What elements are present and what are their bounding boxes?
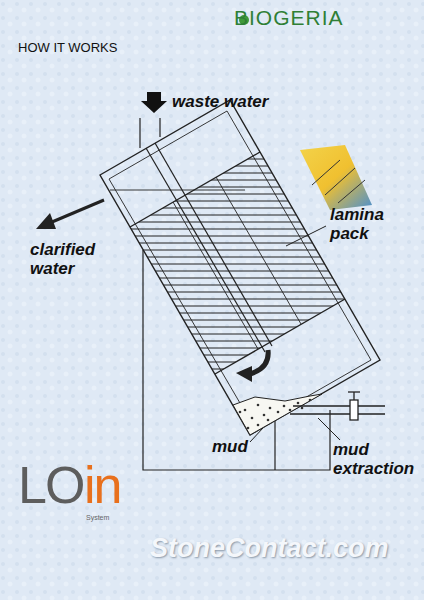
system-logo: LO (18, 455, 83, 515)
system-logo: in (84, 455, 120, 515)
brand-logo: BIOGERIA (234, 6, 344, 30)
inset-image (300, 145, 372, 210)
inflow-label: waste water (172, 92, 268, 112)
lamina-line (120, 320, 350, 321)
part-label: lamina pack (330, 205, 400, 243)
mud-dot (257, 404, 260, 407)
page-title: HOW IT WORKS (18, 40, 117, 55)
lamina-line (120, 306, 350, 307)
part-label: mud extraction (333, 440, 418, 478)
lamina-line (120, 369, 350, 370)
outflow-label: clarified water (30, 240, 105, 278)
watermark: StoneContact.com (150, 533, 389, 564)
mud-dot (301, 407, 304, 410)
extraction-pipe (290, 392, 385, 420)
lamina-line (120, 236, 350, 237)
lamina-line (120, 285, 350, 286)
mud-dot (277, 411, 280, 414)
outlet-arrow (52, 200, 104, 222)
lamina-line (120, 250, 350, 251)
lamina-line (120, 201, 350, 202)
mud-dot (251, 417, 254, 420)
lamina-line (120, 215, 350, 216)
mud-dot (297, 402, 300, 405)
inflow-arrow (141, 92, 167, 113)
leader-line (318, 418, 340, 440)
lamina-line (120, 243, 350, 244)
flow-arrowhead (236, 366, 252, 382)
lamina-line (120, 355, 350, 356)
leader-line (250, 428, 263, 442)
lamina-line (120, 264, 350, 265)
lamina-line (120, 229, 350, 230)
mud-dot (269, 407, 272, 410)
mud-dot (289, 409, 292, 412)
mud-dot (283, 405, 286, 408)
lamina-line (120, 313, 350, 314)
mud-dot (263, 414, 266, 417)
lamina-line (120, 257, 350, 258)
mud-dot (247, 427, 250, 430)
lamina-line (120, 187, 350, 188)
lamina-line (120, 222, 350, 223)
lamina-pack (120, 152, 350, 369)
lamina-line (120, 278, 350, 279)
lamina-line (120, 292, 350, 293)
flow-arrow (250, 350, 268, 374)
lamina-line (120, 194, 350, 195)
lamina-line (120, 334, 350, 335)
mud-dot (267, 419, 270, 422)
lamina-line (120, 271, 350, 272)
inlet-pipe (140, 118, 272, 352)
mud-dot (244, 409, 247, 412)
lamina-line (120, 348, 350, 349)
lamina-line (120, 299, 350, 300)
part-label: mud (212, 437, 248, 457)
mud-dot (239, 411, 242, 414)
lamina-line (120, 208, 350, 209)
outlet-arrowhead (36, 213, 56, 229)
lamina-line (120, 362, 350, 363)
lamina-line (120, 341, 350, 342)
pack-frame (173, 177, 301, 349)
system-logo-caption: System (86, 514, 109, 521)
lamina-line (120, 327, 350, 328)
tank (100, 100, 380, 435)
leader-line (286, 226, 326, 246)
mud-dot (257, 424, 260, 427)
support-frame (143, 250, 330, 470)
mud-dot (309, 399, 312, 402)
